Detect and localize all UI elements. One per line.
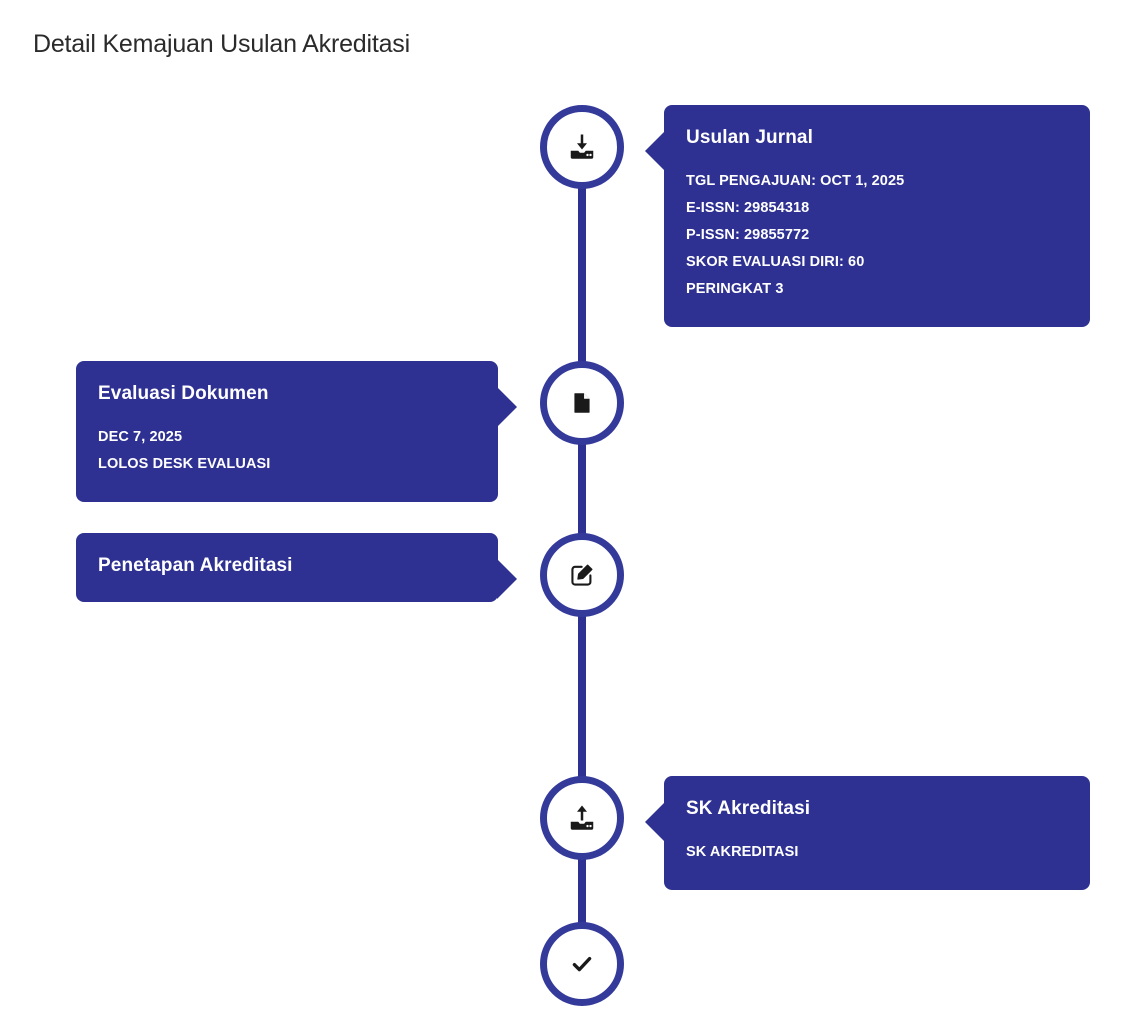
timeline-node-sk-akreditasi[interactable] — [540, 776, 624, 860]
card-detail-line: DEC 7, 2025 — [98, 428, 183, 445]
card-detail-line: E-ISSN: 29854318 — [686, 199, 810, 216]
card-detail-lines: TGL PENGAJUAN: OCT 1, 2025 E-ISSN: 29854… — [686, 168, 1066, 303]
timeline-card-usulan-jurnal: Usulan Jurnal TGL PENGAJUAN: OCT 1, 2025… — [645, 105, 1090, 327]
pencil-square-icon — [568, 561, 596, 589]
card-title: Penetapan Akreditasi — [98, 555, 293, 576]
card-detail-line: P-ISSN: 29855772 — [686, 226, 810, 243]
inbox-download-icon — [567, 132, 597, 162]
check-icon — [568, 950, 596, 978]
timeline-card-evaluasi-dokumen: Evaluasi Dokumen DEC 7, 2025 LOLOS DESK … — [76, 361, 517, 502]
page-title: Detail Kemajuan Usulan Akreditasi — [33, 30, 410, 58]
card-title: Usulan Jurnal — [686, 127, 813, 148]
card-detail-lines: DEC 7, 2025 LOLOS DESK EVALUASI — [98, 424, 474, 478]
card-detail-line: PERINGKAT 3 — [686, 280, 784, 297]
card-detail-line: SKOR EVALUASI DIRI: 60 — [686, 253, 865, 270]
card-detail-lines: SK AKREDITASI — [686, 839, 1066, 866]
timeline-node-evaluasi-dokumen[interactable] — [540, 361, 624, 445]
inbox-upload-icon — [567, 803, 597, 833]
timeline-card-penetapan-akreditasi: Penetapan Akreditasi — [76, 533, 517, 602]
card-detail-line: LOLOS DESK EVALUASI — [98, 455, 271, 472]
card-title: SK Akreditasi — [686, 798, 811, 819]
timeline-card-sk-akreditasi: SK Akreditasi SK AKREDITASI — [645, 776, 1090, 890]
card-detail-line: SK AKREDITASI — [686, 843, 799, 860]
card-detail-line: TGL PENGAJUAN: OCT 1, 2025 — [686, 172, 905, 189]
timeline-node-usulan-jurnal[interactable] — [540, 105, 624, 189]
timeline-node-penetapan-akreditasi[interactable] — [540, 533, 624, 617]
document-icon — [569, 390, 595, 416]
timeline-node-selesai[interactable] — [540, 922, 624, 1006]
card-title: Evaluasi Dokumen — [98, 383, 269, 404]
